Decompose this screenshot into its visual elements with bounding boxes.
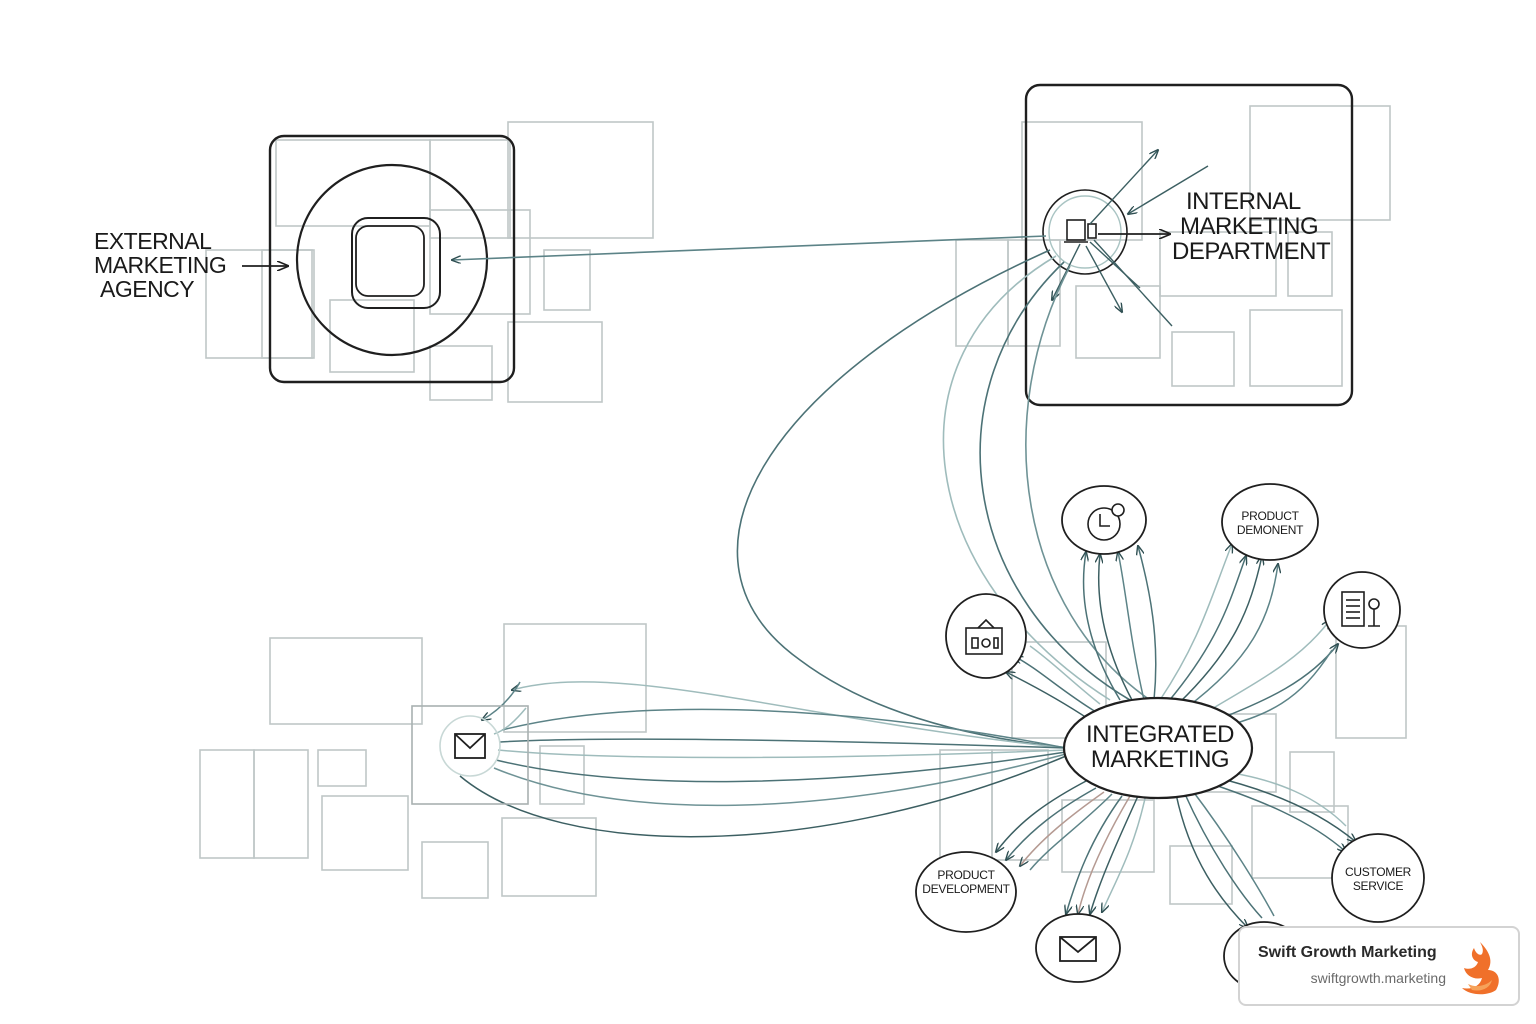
computer-icon bbox=[1064, 219, 1097, 243]
product-demonent-label: PRODUCT DEMONENT bbox=[1236, 509, 1304, 537]
internal-hub-rays bbox=[1052, 150, 1209, 327]
integrated-marketing-label: INTEGRATED MARKETING bbox=[1086, 721, 1234, 774]
internal-to-external-flow bbox=[452, 235, 1047, 260]
product-development-node bbox=[915, 851, 1017, 933]
background-boxes bbox=[199, 105, 1407, 905]
product-development-label: PRODUCT DEVELOPMENT bbox=[922, 868, 1010, 896]
email-hub-circle bbox=[439, 715, 501, 777]
integrated-marketing-node bbox=[1062, 696, 1254, 800]
external-marketing-agency-label: EXTERNAL MARKETING AGENCY bbox=[94, 228, 227, 303]
customer-service-node bbox=[1331, 833, 1425, 923]
calendar-node bbox=[945, 593, 1027, 679]
watermark-name: Swift Growth Marketing bbox=[1258, 944, 1437, 961]
external-agency-circle bbox=[295, 163, 489, 357]
calendar-icon bbox=[965, 618, 1003, 655]
internal-marketing-department-label: INTERNAL MARKETING DEPARTMENT bbox=[1172, 188, 1331, 266]
integrated-to-email-flows bbox=[459, 681, 1067, 838]
integrated-radial-flows bbox=[996, 544, 1356, 928]
external-agency-frame bbox=[268, 134, 516, 384]
internal-department-frame bbox=[1024, 83, 1354, 407]
clock-icon bbox=[1087, 503, 1125, 541]
document-node bbox=[1323, 571, 1401, 649]
external-agency-inner-square bbox=[355, 225, 425, 297]
clock-node bbox=[1061, 485, 1147, 555]
envelope-icon bbox=[454, 733, 486, 759]
email-node bbox=[1035, 913, 1121, 983]
envelope-icon bbox=[1059, 936, 1097, 962]
watermark-badge: Swift Growth Marketing swiftgrowth.marke… bbox=[1238, 926, 1520, 1006]
watermark-url: swiftgrowth.marketing bbox=[1310, 970, 1446, 986]
fox-logo-icon bbox=[1462, 942, 1499, 995]
customer-service-label: CUSTOMER SERVICE bbox=[1344, 865, 1412, 893]
document-icon bbox=[1341, 591, 1380, 627]
internal-hub-circle bbox=[1042, 189, 1128, 275]
external-agency-inner-square-back bbox=[351, 217, 441, 309]
product-demonent-node bbox=[1221, 483, 1319, 561]
